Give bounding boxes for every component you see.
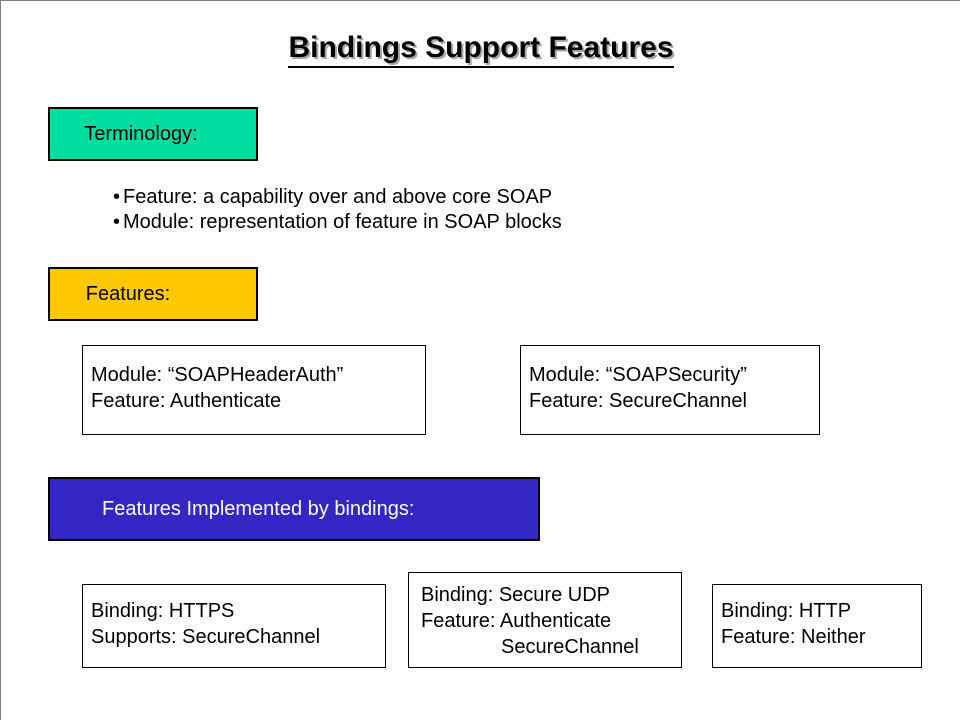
binding-box-body: Binding: Secure UDP Feature: Authenticat… [409, 573, 681, 660]
binding-box-line-binding: Binding: HTTPS [91, 600, 235, 622]
binding-box-line-feature-extra: SecureChannel [501, 636, 639, 658]
terminology-bullet-list: Feature: a capability over and above cor… [123, 185, 562, 235]
binding-box-secure-udp[interactable]: Binding: Secure UDP Feature: Authenticat… [408, 572, 682, 668]
binding-box-line-feature: Feature: Neither [721, 626, 866, 648]
binding-box-line-supports: Supports: SecureChannel [91, 626, 321, 648]
binding-box-line-feature: Feature: Authenticate [421, 610, 612, 632]
binding-box-line-binding: Binding: Secure UDP [421, 584, 610, 606]
list-item: Module: representation of feature in SOA… [123, 210, 562, 235]
module-box-line-feature: Feature: SecureChannel [529, 390, 747, 412]
module-box-soapheaderauth[interactable]: Module: “SOAPHeaderAuth” Feature: Authen… [82, 345, 426, 435]
binding-box-body: Binding: HTTPS Supports: SecureChannel [83, 585, 385, 650]
list-item: Feature: a capability over and above cor… [123, 185, 562, 210]
module-box-body: Module: “SOAPSecurity” Feature: SecureCh… [521, 346, 819, 414]
page-title: Bindings Support Features [1, 31, 960, 68]
module-box-body: Module: “SOAPHeaderAuth” Feature: Authen… [83, 346, 425, 414]
terminology-header-box[interactable]: Terminology: [48, 107, 258, 161]
features-header-box[interactable]: Features: [48, 267, 258, 321]
terminology-header-label: Terminology: [84, 122, 198, 145]
binding-box-https[interactable]: Binding: HTTPS Supports: SecureChannel [82, 584, 386, 668]
features-header-label: Features: [85, 282, 171, 305]
features-implemented-header-label: Features Implemented by bindings: [102, 497, 415, 520]
module-box-line-module: Module: “SOAPHeaderAuth” [91, 364, 344, 386]
features-implemented-header-box[interactable]: Features Implemented by bindings: [48, 477, 540, 541]
module-box-soapsecurity[interactable]: Module: “SOAPSecurity” Feature: SecureCh… [520, 345, 820, 435]
module-box-line-feature: Feature: Authenticate [91, 390, 282, 412]
page-title-text: Bindings Support Features [288, 31, 674, 68]
binding-box-body: Binding: HTTP Feature: Neither [713, 585, 921, 650]
binding-box-http[interactable]: Binding: HTTP Feature: Neither [712, 584, 922, 668]
binding-box-line-binding: Binding: HTTP [721, 600, 852, 622]
module-box-line-module: Module: “SOAPSecurity” [529, 364, 747, 386]
